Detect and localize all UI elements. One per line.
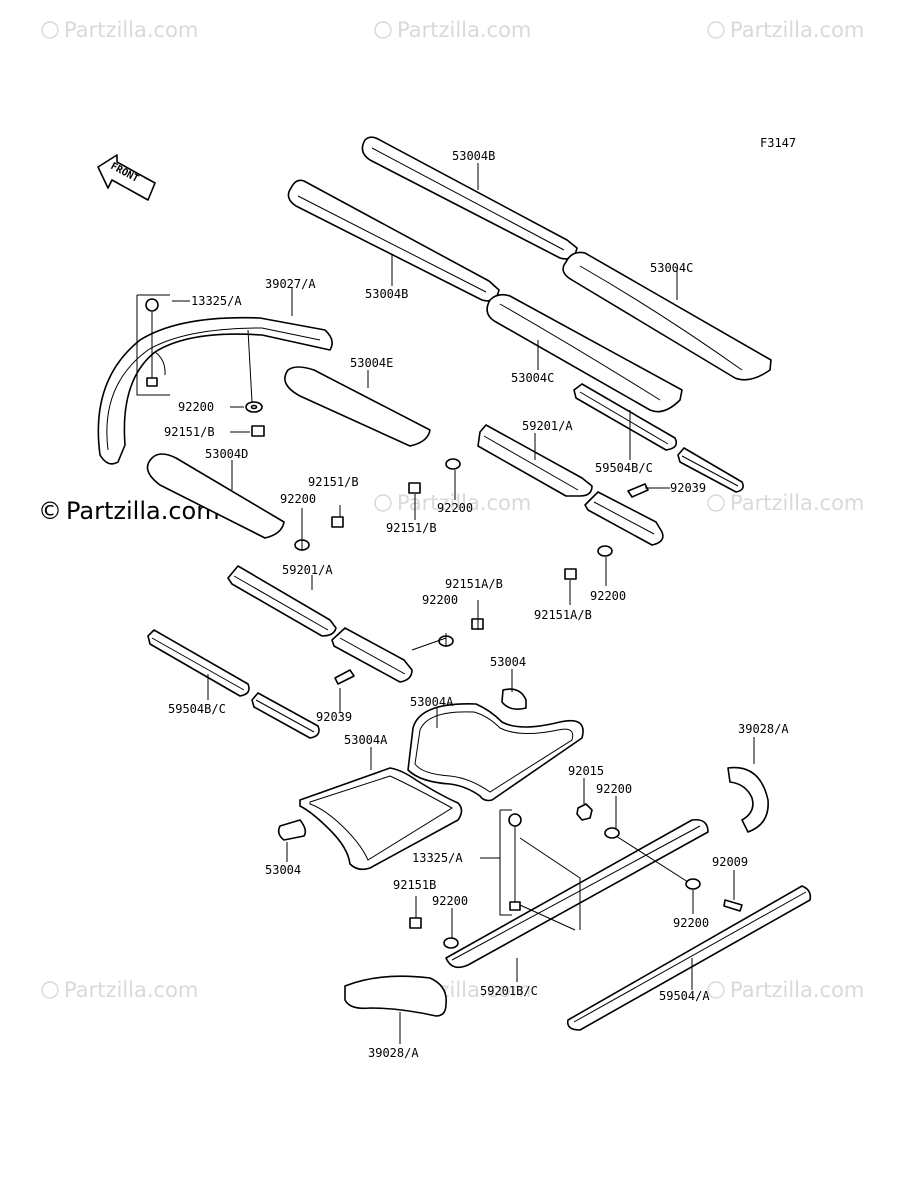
front-arrow-icon: FRONT bbox=[97, 154, 156, 201]
label-92200-a: 92200 bbox=[178, 400, 214, 414]
label-13325a-bottom: 13325/A bbox=[412, 851, 463, 865]
label-92200-d: 92200 bbox=[280, 492, 316, 506]
mat-53004d bbox=[146, 453, 285, 539]
rivet-92039-top bbox=[627, 483, 649, 498]
rail-39027a bbox=[97, 316, 333, 465]
mat-53004a-right bbox=[407, 703, 584, 802]
svg-text:Partzilla.com: Partzilla.com bbox=[730, 18, 864, 42]
mat-53004a-left bbox=[299, 767, 463, 871]
svg-text:Partzilla.com: Partzilla.com bbox=[64, 18, 198, 42]
label-92151b-c: 92151/B bbox=[386, 521, 437, 535]
bolt-92151ab-mid bbox=[564, 568, 577, 580]
label-59201bc: 59201B/C bbox=[480, 984, 538, 998]
label-92151ab-mid: 92151A/B bbox=[534, 608, 592, 622]
mat-53004c-mid bbox=[486, 293, 683, 413]
bolt-92151b-e bbox=[409, 917, 422, 929]
watermark-bl: Partzilla.com bbox=[41, 978, 198, 1002]
bracket-13325a-bottom bbox=[499, 809, 581, 931]
rail-59504bc-short bbox=[677, 447, 744, 493]
label-92200-f: 92200 bbox=[596, 782, 632, 796]
label-92200-b: 92200 bbox=[437, 501, 473, 515]
pad-53004-left bbox=[277, 819, 307, 841]
watermark-br: Partzilla.com bbox=[707, 978, 864, 1002]
label-53004b-top: 53004B bbox=[452, 149, 495, 163]
part-labels: 53004B 53004B 53004C 53004C 39027/A 1332… bbox=[164, 149, 789, 1060]
rail-59201a-right bbox=[584, 491, 664, 546]
svg-text:Partzilla.com: Partzilla.com bbox=[64, 978, 198, 1002]
label-53004-right: 53004 bbox=[490, 655, 526, 669]
label-92151b-a: 92151/B bbox=[164, 425, 215, 439]
svg-text:Partzilla.com: Partzilla.com bbox=[397, 491, 531, 515]
label-59504a: 59504/A bbox=[659, 989, 710, 1003]
watermark-tr: Partzilla.com bbox=[707, 18, 864, 42]
bolt-92151b-c bbox=[408, 482, 421, 494]
label-39028a-top: 39028/A bbox=[738, 722, 789, 736]
leader-lines bbox=[172, 163, 755, 1044]
nut-92015 bbox=[576, 803, 593, 821]
rail-59504bc-left-short bbox=[251, 692, 320, 739]
svg-text:©: © bbox=[38, 497, 62, 525]
label-92039-top: 92039 bbox=[670, 481, 706, 495]
washer-92200-c bbox=[597, 545, 613, 557]
figure-code: F3147 bbox=[760, 136, 796, 150]
label-92200-g: 92200 bbox=[673, 916, 709, 930]
label-92200-h: 92200 bbox=[432, 894, 468, 908]
rail-59201bc bbox=[445, 818, 709, 969]
watermark-tl: Partzilla.com bbox=[41, 18, 198, 42]
label-53004-left: 53004 bbox=[265, 863, 301, 877]
label-59201a-left: 59201/A bbox=[282, 563, 333, 577]
label-39028a-bottom: 39028/A bbox=[368, 1046, 419, 1060]
label-92151b-b: 92151/B bbox=[308, 475, 359, 489]
label-92200-e: 92200 bbox=[422, 593, 458, 607]
watermark-mr: Partzilla.com bbox=[707, 491, 864, 515]
svg-text:Partzilla.com: Partzilla.com bbox=[397, 18, 531, 42]
washer-92200-b bbox=[445, 458, 461, 470]
rivet-92009 bbox=[723, 899, 743, 912]
label-92009: 92009 bbox=[712, 855, 748, 869]
watermark-tc: Partzilla.com bbox=[374, 18, 531, 42]
rivet-92039-left bbox=[334, 669, 355, 685]
bolt-92151b-a bbox=[251, 425, 265, 437]
bumper-39028a-bottom bbox=[344, 975, 447, 1017]
washer-92200-a bbox=[245, 329, 263, 413]
bolt-92151b-b bbox=[331, 516, 344, 528]
label-53004e: 53004E bbox=[350, 356, 393, 370]
label-13325a-top: 13325/A bbox=[191, 294, 242, 308]
rail-59201a-top bbox=[477, 424, 593, 497]
pad-53004-right bbox=[501, 688, 527, 710]
rail-59504bc-top bbox=[573, 383, 678, 451]
watermark-mc: Partzilla.com bbox=[374, 491, 531, 515]
rail-59504a bbox=[566, 885, 812, 1031]
svg-text:Partzilla.com: Partzilla.com bbox=[730, 491, 864, 515]
bumper-39028a-right bbox=[727, 766, 769, 833]
label-39027a: 39027/A bbox=[265, 277, 316, 291]
label-53004b-left: 53004B bbox=[365, 287, 408, 301]
rail-59504bc-left bbox=[147, 629, 250, 697]
rail-59201a-lower bbox=[331, 627, 413, 683]
rail-59201a-left bbox=[227, 565, 337, 637]
label-53004a-left: 53004A bbox=[344, 733, 388, 747]
label-92015: 92015 bbox=[568, 764, 604, 778]
label-53004a-right: 53004A bbox=[410, 695, 454, 709]
mat-53004c-right bbox=[562, 251, 772, 381]
label-59504bc-top: 59504B/C bbox=[595, 461, 653, 475]
washer-92200-f bbox=[604, 827, 620, 839]
label-92039-left: 92039 bbox=[316, 710, 352, 724]
label-59504bc-left: 59504B/C bbox=[168, 702, 226, 716]
label-53004c-right: 53004C bbox=[650, 261, 693, 275]
mat-53004e bbox=[284, 366, 431, 447]
label-53004c-mid: 53004C bbox=[511, 371, 554, 385]
label-92200-c: 92200 bbox=[590, 589, 626, 603]
label-59201a-top: 59201/A bbox=[522, 419, 573, 433]
svg-text:Partzilla.com: Partzilla.com bbox=[730, 978, 864, 1002]
label-53004d: 53004D bbox=[205, 447, 248, 461]
label-92151b-e: 92151B bbox=[393, 878, 436, 892]
washer-92200-g bbox=[685, 878, 701, 890]
label-92151ab-right: 92151A/B bbox=[445, 577, 503, 591]
bracket-13325a-top bbox=[136, 294, 170, 396]
washer-92200-h bbox=[443, 937, 459, 949]
